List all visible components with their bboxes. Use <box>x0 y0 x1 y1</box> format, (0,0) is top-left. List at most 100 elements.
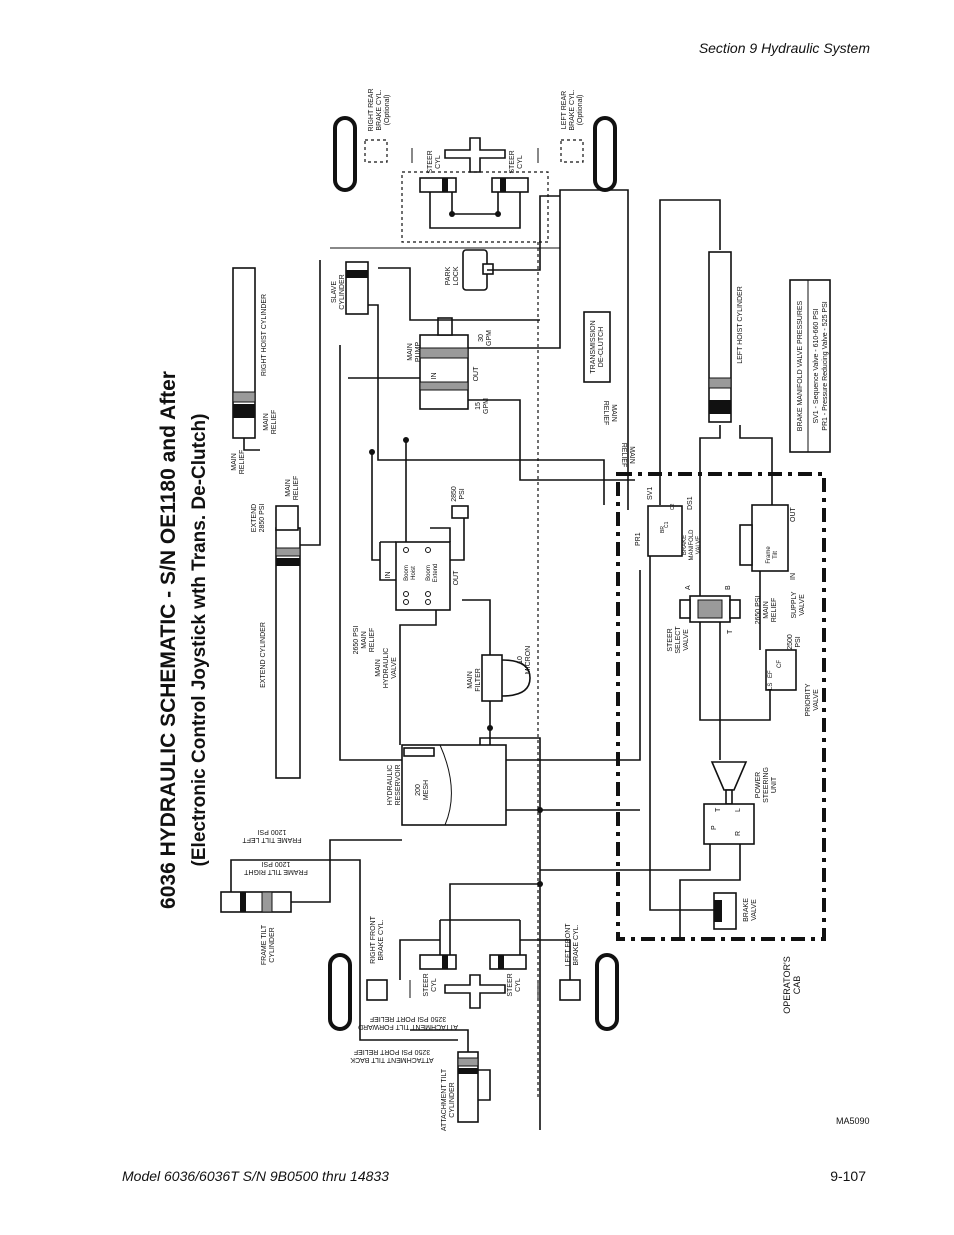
svg-text:RIGHT REAR: RIGHT REAR <box>368 88 375 131</box>
brake-manifold-valve-label: BRAKE MANIFOLD VALVE <box>682 529 702 561</box>
pump-15gpm: 15 GPM <box>475 398 490 414</box>
slave-cylinder <box>345 261 369 315</box>
main-pump-in: IN <box>431 373 438 380</box>
svg-text:VALVE: VALVE <box>751 899 758 921</box>
mhv-in: IN <box>385 572 392 579</box>
left-hoist-cylinder <box>708 251 732 423</box>
svg-text:CF: CF <box>777 660 783 668</box>
svg-text:MAIN: MAIN <box>263 413 270 431</box>
svg-text:CYL: CYL <box>515 978 522 992</box>
svg-text:VALVE: VALVE <box>391 657 398 679</box>
br-label: BR <box>660 526 666 533</box>
svg-text:Tilt: Tilt <box>773 551 779 559</box>
svg-text:LOCK: LOCK <box>453 266 460 285</box>
front-steer-cylinder-left <box>489 954 527 970</box>
main-hydraulic-valve-label-2: MAIN HYDRAULIC VALVE <box>375 648 398 688</box>
svg-text:MAIN: MAIN <box>231 453 238 471</box>
main-pump-out: OUT <box>473 366 480 382</box>
svg-text:15: 15 <box>475 402 482 410</box>
footer-model: Model 6036/6036T S/N 9B0500 thru 14833 <box>122 1168 389 1184</box>
svg-text:RELIEF: RELIEF <box>271 410 278 435</box>
supply-valve-label: SUPPLY VALVE <box>791 591 806 618</box>
svg-text:IN: IN <box>431 373 438 380</box>
pv-ls: LS <box>768 683 774 690</box>
left-rear-brake-cyl <box>560 139 584 163</box>
svg-text:RELIEF: RELIEF <box>239 450 246 475</box>
pump-30gpm: 30 GPM <box>478 330 493 346</box>
extend-main-relief-label: MAIN RELIEF <box>285 476 300 501</box>
left-hoist-label: LEFT HOIST CYLINDER <box>737 286 744 364</box>
extend-cylinder-label: EXTEND CYLINDER <box>260 622 267 688</box>
svg-text:PRIORITY: PRIORITY <box>805 683 812 716</box>
svg-text:CAB: CAB <box>792 976 802 995</box>
svg-text:MICRON: MICRON <box>525 646 532 674</box>
svg-text:T: T <box>715 807 722 812</box>
svg-text:RELIEF: RELIEF <box>602 401 609 426</box>
main-filter-label: MAIN FILTER <box>467 668 482 692</box>
rear-steer-cylinder-left <box>491 177 529 193</box>
svg-text:BRAKE CYL.: BRAKE CYL. <box>376 89 383 130</box>
svg-text:BR: BR <box>660 526 666 533</box>
svg-text:BRAKE CYL.: BRAKE CYL. <box>573 924 580 965</box>
left-front-tire <box>595 953 619 1031</box>
svg-text:ATTACHMENT TILT BACK: ATTACHMENT TILT BACK <box>350 1056 434 1063</box>
svg-text:OUT: OUT <box>473 366 480 382</box>
svg-text:VALVE: VALVE <box>813 689 820 711</box>
frame-tilt-left-label: FRAME TILT LEFT 1200 PSI <box>242 828 302 843</box>
main-pump-label: MAIN PUMP <box>407 342 422 363</box>
svg-text:ATTACHMENT TILT FORWARD: ATTACHMENT TILT FORWARD <box>358 1023 458 1030</box>
operators-cab-border <box>616 472 826 941</box>
svg-text:CYL: CYL <box>435 155 442 169</box>
left-front-brake-label: LEFT FRONT BRAKE CYL. <box>565 923 580 967</box>
svg-text:10: 10 <box>517 656 524 664</box>
rear-steer-dashed-enclosure <box>401 171 549 243</box>
section-header: Section 9 Hydraulic System <box>698 40 870 56</box>
svg-text:Frame: Frame <box>766 546 772 564</box>
svg-text:LS: LS <box>768 683 774 690</box>
svg-text:GPM: GPM <box>483 398 490 414</box>
svg-text:LEFT REAR: LEFT REAR <box>561 91 568 129</box>
svg-text:STEER: STEER <box>423 973 430 996</box>
svg-text:PR1: PR1 <box>635 532 642 546</box>
title-line-1: 6036 HYDRAULIC SCHEMATIC - S/N OE1180 an… <box>157 371 180 909</box>
front-steer-cyl-label-l: STEER CYL <box>507 973 522 996</box>
svg-text:SELECT: SELECT <box>675 626 682 654</box>
manifold-main-relief-label: 2650 PSI MAIN RELIEF <box>755 596 778 625</box>
svg-text:RELIEF: RELIEF <box>771 598 778 623</box>
left-front-brake-cyl <box>559 979 581 1001</box>
svg-text:A: A <box>685 585 692 590</box>
svg-text:L: L <box>735 808 742 812</box>
power-steering-label: POWER STEERING UNIT <box>755 767 778 803</box>
svg-text:RESERVOIR: RESERVOIR <box>395 764 402 805</box>
frame-tilt-valve-block <box>751 504 789 572</box>
extend-psi-label: EXTEND 2850 PSI <box>251 504 266 533</box>
svg-text:MAIN: MAIN <box>375 659 382 677</box>
svg-text:VALVE: VALVE <box>683 629 690 651</box>
svg-text:PR1 - Pressure Reducing Valve: PR1 - Pressure Reducing Valve - 525 PSI <box>822 301 829 430</box>
svg-text:2850 PSI: 2850 PSI <box>259 504 266 533</box>
frame-tilt-cylinder-label: FRAME TILT CYLINDER <box>261 924 276 965</box>
svg-text:IN: IN <box>790 573 797 580</box>
svg-text:C2: C2 <box>670 503 676 510</box>
svg-text:C1: C1 <box>664 521 670 528</box>
ds1-label: DS1 <box>687 496 694 510</box>
svg-text:RELIEF: RELIEF <box>369 628 376 653</box>
operators-cab-label: OPERATOR'S CAB <box>782 956 802 1013</box>
svg-text:PARK: PARK <box>445 266 452 285</box>
svg-text:HYDRAULIC: HYDRAULIC <box>383 648 390 688</box>
reservoir-label: HYDRAULIC RESERVOIR <box>387 764 402 805</box>
svg-text:2650 PSI: 2650 PSI <box>353 626 360 655</box>
title-line-2: (Electronic Control Joystick wth Trans. … <box>189 414 210 867</box>
boom-extend-label: Boom Extend <box>426 564 439 583</box>
right-rear-brake-label: RIGHT REAR BRAKE CYL. (Optional) <box>368 88 391 131</box>
svg-text:30: 30 <box>478 334 485 342</box>
pv-ef: EF <box>768 670 774 678</box>
svg-text:BRAKE: BRAKE <box>682 535 688 555</box>
figure-id: MA5090 <box>836 1116 870 1126</box>
svg-text:200: 200 <box>415 784 422 796</box>
fts-out: OUT <box>790 507 797 523</box>
svg-text:T: T <box>727 629 734 634</box>
svg-text:CYLINDER: CYLINDER <box>269 927 276 962</box>
att-tilt-forward-label: ATTACHMENT TILT FORWARD 3250 PSI PORT RE… <box>358 1015 458 1030</box>
